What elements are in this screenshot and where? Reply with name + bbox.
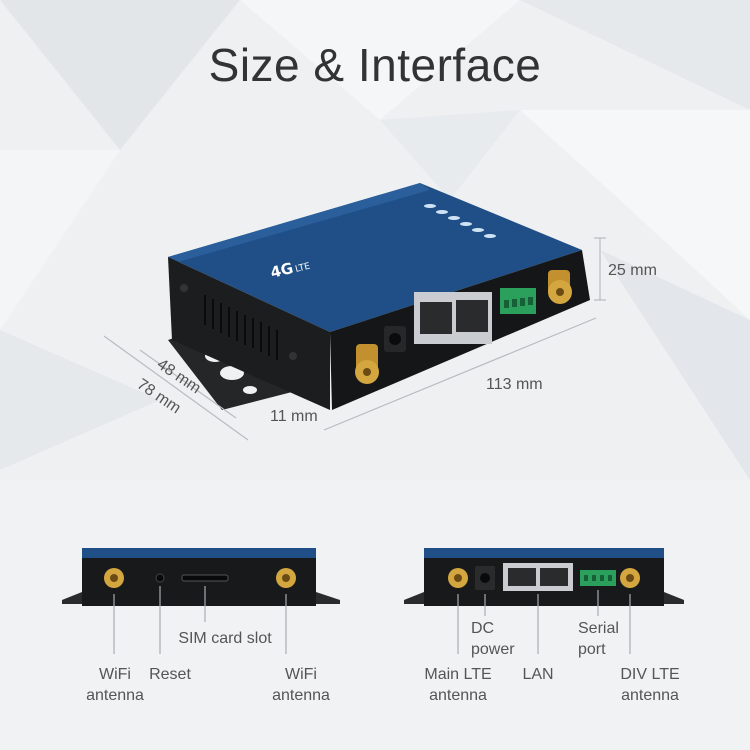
dimension-height: 25 mm — [608, 262, 657, 279]
page-title: Size & Interface — [208, 39, 542, 91]
main-lte-antenna-icon — [448, 568, 468, 588]
antenna-connector-icon — [548, 270, 572, 304]
router-side-face — [168, 257, 330, 410]
reset-button-icon — [155, 573, 165, 583]
div-lte-antenna-icon — [620, 568, 640, 588]
dimension-length: 113 mm — [486, 376, 543, 393]
label-reset: Reset — [149, 666, 191, 683]
antenna-connector-icon — [355, 344, 379, 384]
dimension-flange: 11 mm — [270, 408, 318, 425]
4g-badge: 4G — [269, 259, 295, 282]
lte-badge: LTE — [294, 262, 311, 275]
serial-port-icon — [580, 570, 616, 586]
wifi-antenna-right-icon — [276, 568, 296, 588]
lan-port-icon — [503, 563, 573, 591]
router-top-face — [168, 183, 582, 332]
dc-power-icon — [475, 566, 495, 590]
sim-slot-icon — [181, 574, 229, 582]
wifi-antenna-left-icon — [104, 568, 124, 588]
label-sim-slot: SIM card slot — [178, 630, 272, 647]
label-lan: LAN — [522, 666, 554, 683]
